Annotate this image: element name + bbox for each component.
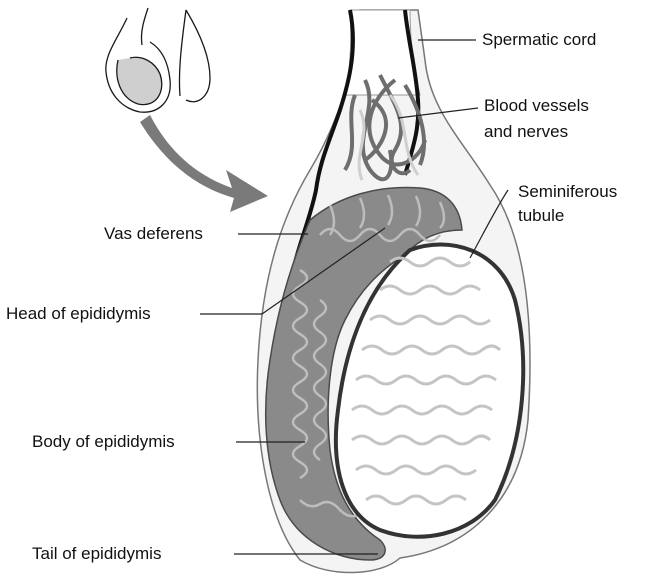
label-spermatic-cord: Spermatic cord (482, 30, 596, 50)
inset-figure (106, 8, 210, 112)
label-tail-of-epididymis: Tail of epididymis (32, 544, 161, 564)
label-seminiferous-line2: tubule (518, 206, 564, 226)
curved-arrow-icon (140, 115, 268, 212)
label-vas-deferens: Vas deferens (104, 224, 203, 244)
label-head-of-epididymis: Head of epididymis (6, 304, 151, 324)
label-body-of-epididymis: Body of epididymis (32, 432, 175, 452)
label-blood-vessels-line2: and nerves (484, 122, 568, 142)
label-seminiferous-line1: Seminiferous (518, 182, 617, 202)
label-blood-vessels-line1: Blood vessels (484, 96, 589, 116)
